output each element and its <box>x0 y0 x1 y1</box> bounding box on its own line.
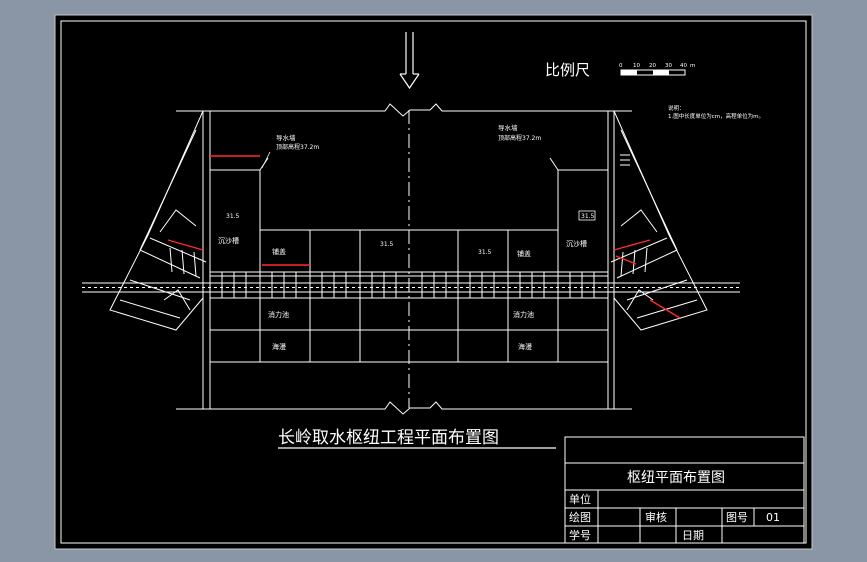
title-block-unit-label: 单位 <box>569 492 591 506</box>
title-block-drawn-label: 绘图 <box>569 510 591 524</box>
title-block <box>564 436 805 544</box>
scale-unit: m <box>690 63 695 69</box>
left-sand-basin-label: 沉沙槽 <box>218 236 239 245</box>
drawing-title: 长岭取水枢纽工程平面布置图 <box>278 428 499 448</box>
left-riprap-label: 海漫 <box>272 342 286 351</box>
elevation-right: 31.5 <box>581 213 595 220</box>
right-apron-label: 铺盖 <box>517 249 531 258</box>
right-abutment <box>610 110 708 331</box>
title-block-name: 枢纽平面布置图 <box>627 470 725 486</box>
inner-border <box>60 20 807 544</box>
elevation-center: 31.5 <box>380 241 394 248</box>
right-wall-elevation: 顶部高程37.2m <box>498 134 541 142</box>
flow-arrow-icon <box>399 32 420 90</box>
title-block-number-value: 01 <box>766 511 780 524</box>
weir-piers <box>221 272 595 298</box>
left-stilling-basin-label: 消力池 <box>268 310 289 319</box>
elevation-left: 31.5 <box>226 213 240 220</box>
river-boundaries <box>176 103 632 415</box>
scale-label: 比例尺 <box>545 61 590 79</box>
right-wall-label: 导水墙 <box>498 123 518 132</box>
left-wall-elevation: 顶部高程37.2m <box>276 143 319 151</box>
right-stilling-basin-label: 消力池 <box>513 310 534 319</box>
elevation-center-right: 31.5 <box>478 249 492 256</box>
title-block-student-label: 学号 <box>569 528 591 542</box>
notes-title: 说明： <box>668 104 685 112</box>
title-block-review-label: 审核 <box>645 510 667 524</box>
scale-tick-20: 20 <box>649 63 656 69</box>
left-wall-label: 导水墙 <box>276 133 296 142</box>
scale-tick-0: 0 <box>619 63 623 69</box>
scale-tick-30: 30 <box>665 63 672 69</box>
notes-line: 1.图中长度单位为cm，高程单位为m。 <box>668 112 764 120</box>
left-wall-leader <box>261 151 271 169</box>
dimension-lines <box>167 155 681 319</box>
scale-tick-40: 40 <box>680 63 687 69</box>
right-riprap-label: 海漫 <box>518 342 532 351</box>
left-apron-label: 铺盖 <box>272 247 286 256</box>
elevation-right-box <box>578 210 596 221</box>
title-block-date-label: 日期 <box>682 529 704 542</box>
headworks-outline <box>82 111 740 409</box>
title-block-number-label: 图号 <box>726 511 748 524</box>
scale-bar: 0 10 20 30 40 m <box>619 63 695 76</box>
scale-tick-10: 10 <box>633 63 640 69</box>
right-sand-basin-label: 沉沙槽 <box>566 239 587 248</box>
left-abutment <box>109 110 207 331</box>
